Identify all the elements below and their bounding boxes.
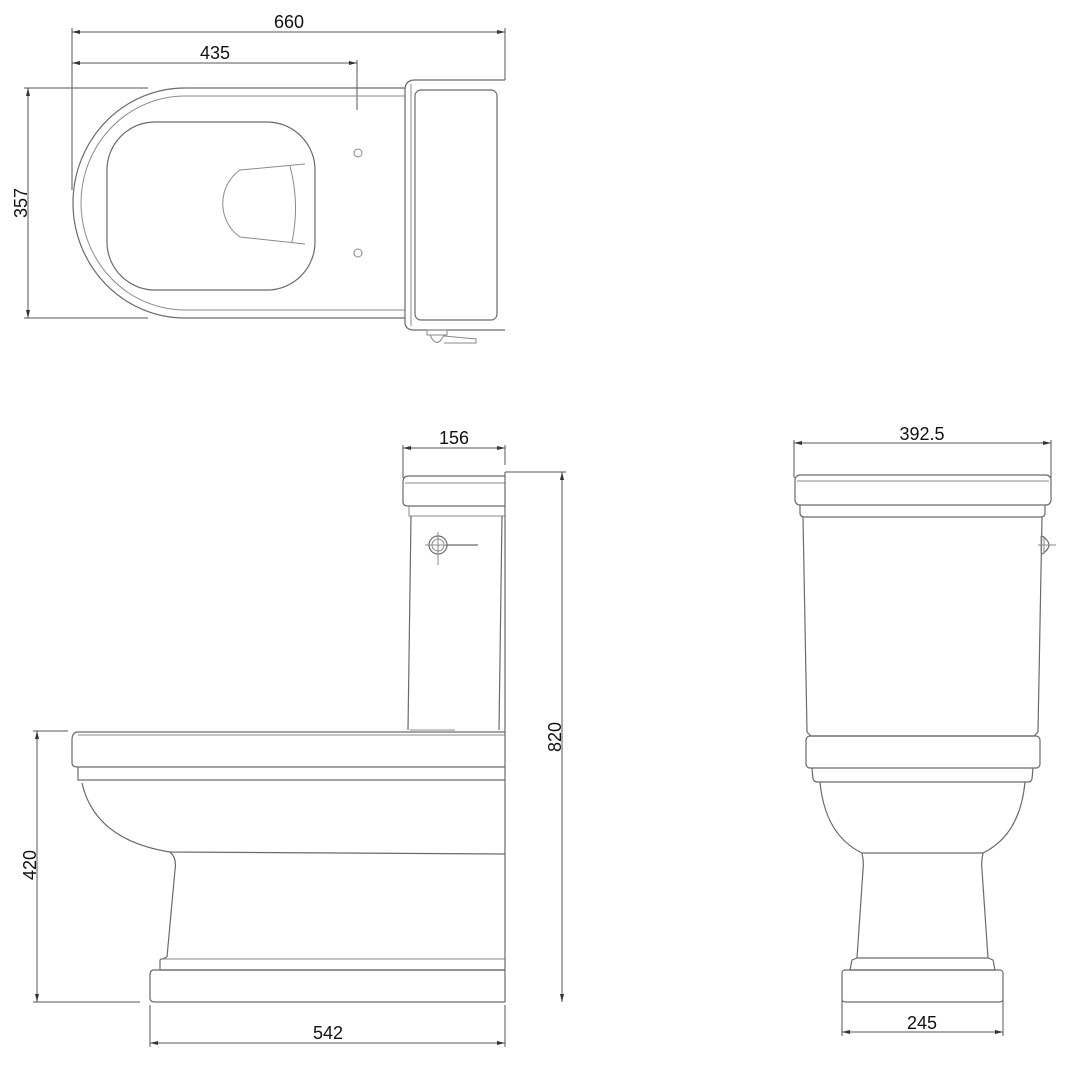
cistern-top <box>404 79 505 331</box>
front-view: 392.5 245 <box>793 424 1056 1036</box>
seat-opening <box>106 121 316 291</box>
dimension-542: 542 <box>149 1005 506 1047</box>
plinth-step <box>849 957 996 971</box>
dimension-label: 245 <box>907 1013 937 1033</box>
dimension-245: 245 <box>841 1000 1004 1036</box>
dimension-label: 420 <box>20 850 40 880</box>
pan-rim <box>805 735 1041 769</box>
dimension-label: 435 <box>200 43 230 63</box>
pedestal <box>166 851 177 958</box>
dimension-660: 660 <box>71 12 506 190</box>
pan-rim <box>80 95 405 311</box>
plinth <box>149 969 505 1003</box>
dimension-420: 420 <box>20 730 140 1003</box>
cistern-body <box>802 516 1043 733</box>
cistern-body <box>407 515 503 731</box>
pan-lip <box>77 767 505 781</box>
dimension-label: 542 <box>313 1023 343 1043</box>
flush-button-icon <box>1038 535 1056 555</box>
bowl <box>222 163 306 245</box>
dimension-label: 357 <box>11 188 31 218</box>
dimension-357: 357 <box>11 87 148 319</box>
pan-rim <box>71 731 505 768</box>
fixing-hole <box>353 148 363 158</box>
pan-outline <box>72 87 405 319</box>
pedestal <box>856 852 989 959</box>
cistern-lid <box>794 474 1052 506</box>
dimension-820: 820 <box>505 471 566 1002</box>
dimension-156: 156 <box>402 428 506 478</box>
bowl <box>819 781 1026 854</box>
bowl-inner <box>289 165 297 243</box>
cistern-lid <box>414 89 498 321</box>
pan-lip <box>811 767 1034 783</box>
dimension-label: 156 <box>439 428 469 448</box>
fixing-hole <box>353 248 363 258</box>
plan-view: 660 435 357 <box>11 12 506 344</box>
cistern-lid-step <box>799 505 1046 518</box>
dimension-label: 820 <box>545 722 565 752</box>
dimension-392-5: 392.5 <box>793 424 1052 478</box>
flush-lever-icon <box>425 532 478 565</box>
dimension-label: 392.5 <box>899 424 944 444</box>
cistern-lid <box>402 475 505 507</box>
dimension-label: 660 <box>274 12 304 32</box>
dimension-435: 435 <box>72 43 358 110</box>
plinth <box>841 969 1004 1003</box>
flush-lever-icon <box>426 329 477 344</box>
side-view: 156 820 420 542 <box>20 428 566 1047</box>
bowl-curve <box>81 782 506 855</box>
